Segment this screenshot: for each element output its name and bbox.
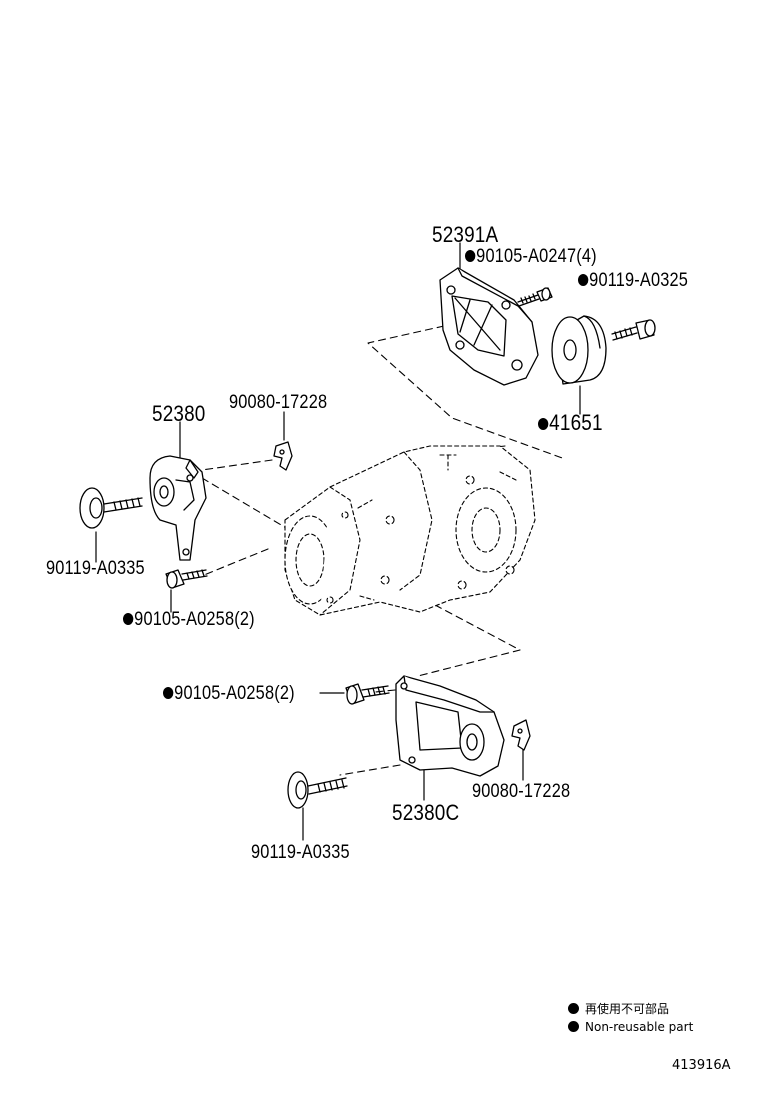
label-part-90105-A0258-left[interactable]: 90105-A0258(2)	[123, 609, 255, 631]
legend-japanese: 再使用不可部品	[568, 1000, 669, 1017]
label-part-52391A[interactable]: 52391A	[432, 222, 499, 247]
label-part-90119-A0335-lower[interactable]: 90119-A0335	[251, 842, 350, 863]
washer-bolt-90119-A0335-lower	[288, 772, 347, 808]
label-part-90105-A0247[interactable]: 90105-A0247(4)	[465, 246, 597, 268]
label-part-90105-A0258-lower[interactable]: 90105-A0258(2)	[163, 683, 295, 705]
label-part-90080-17228-lower[interactable]: 90080-17228	[472, 781, 571, 802]
bush-41651	[552, 316, 606, 384]
clip-90080-17228-lower	[512, 720, 530, 750]
non-reusable-dot-icon	[123, 613, 134, 625]
leader-lines	[96, 243, 580, 840]
bolt-90119-A0325	[612, 320, 655, 340]
non-reusable-dot-icon	[538, 418, 549, 430]
non-reusable-dot-icon	[163, 687, 174, 699]
drawing-number: 413916A	[672, 1058, 731, 1073]
washer-bolt-90119-A0335-left	[80, 488, 142, 528]
label-part-52380[interactable]: 52380	[152, 401, 206, 426]
label-part-52380C[interactable]: 52380C	[392, 800, 460, 825]
non-reusable-dot-icon	[568, 1021, 579, 1032]
clip-90080-17228-upper	[274, 442, 292, 470]
legend-english: Non-reusable part	[568, 1020, 693, 1034]
non-reusable-dot-icon	[568, 1003, 579, 1014]
label-part-90080-17228-upper[interactable]: 90080-17228	[229, 392, 328, 413]
bolt-90105-A0258-left	[166, 570, 207, 588]
differential-carrier	[285, 446, 535, 615]
upper-bracket-52391A	[440, 268, 538, 385]
non-reusable-dot-icon	[578, 274, 589, 286]
label-part-90119-A0325[interactable]: 90119-A0325	[578, 270, 688, 292]
label-part-41651[interactable]: 41651	[538, 410, 603, 436]
bolt-90105-A0258-lower	[346, 684, 389, 704]
label-part-90119-A0335-left[interactable]: 90119-A0335	[46, 558, 145, 579]
lower-bracket-52380C	[396, 676, 504, 776]
bolt-90105-A0247	[518, 288, 552, 306]
non-reusable-dot-icon	[465, 250, 476, 262]
left-bracket-52380	[150, 456, 206, 560]
